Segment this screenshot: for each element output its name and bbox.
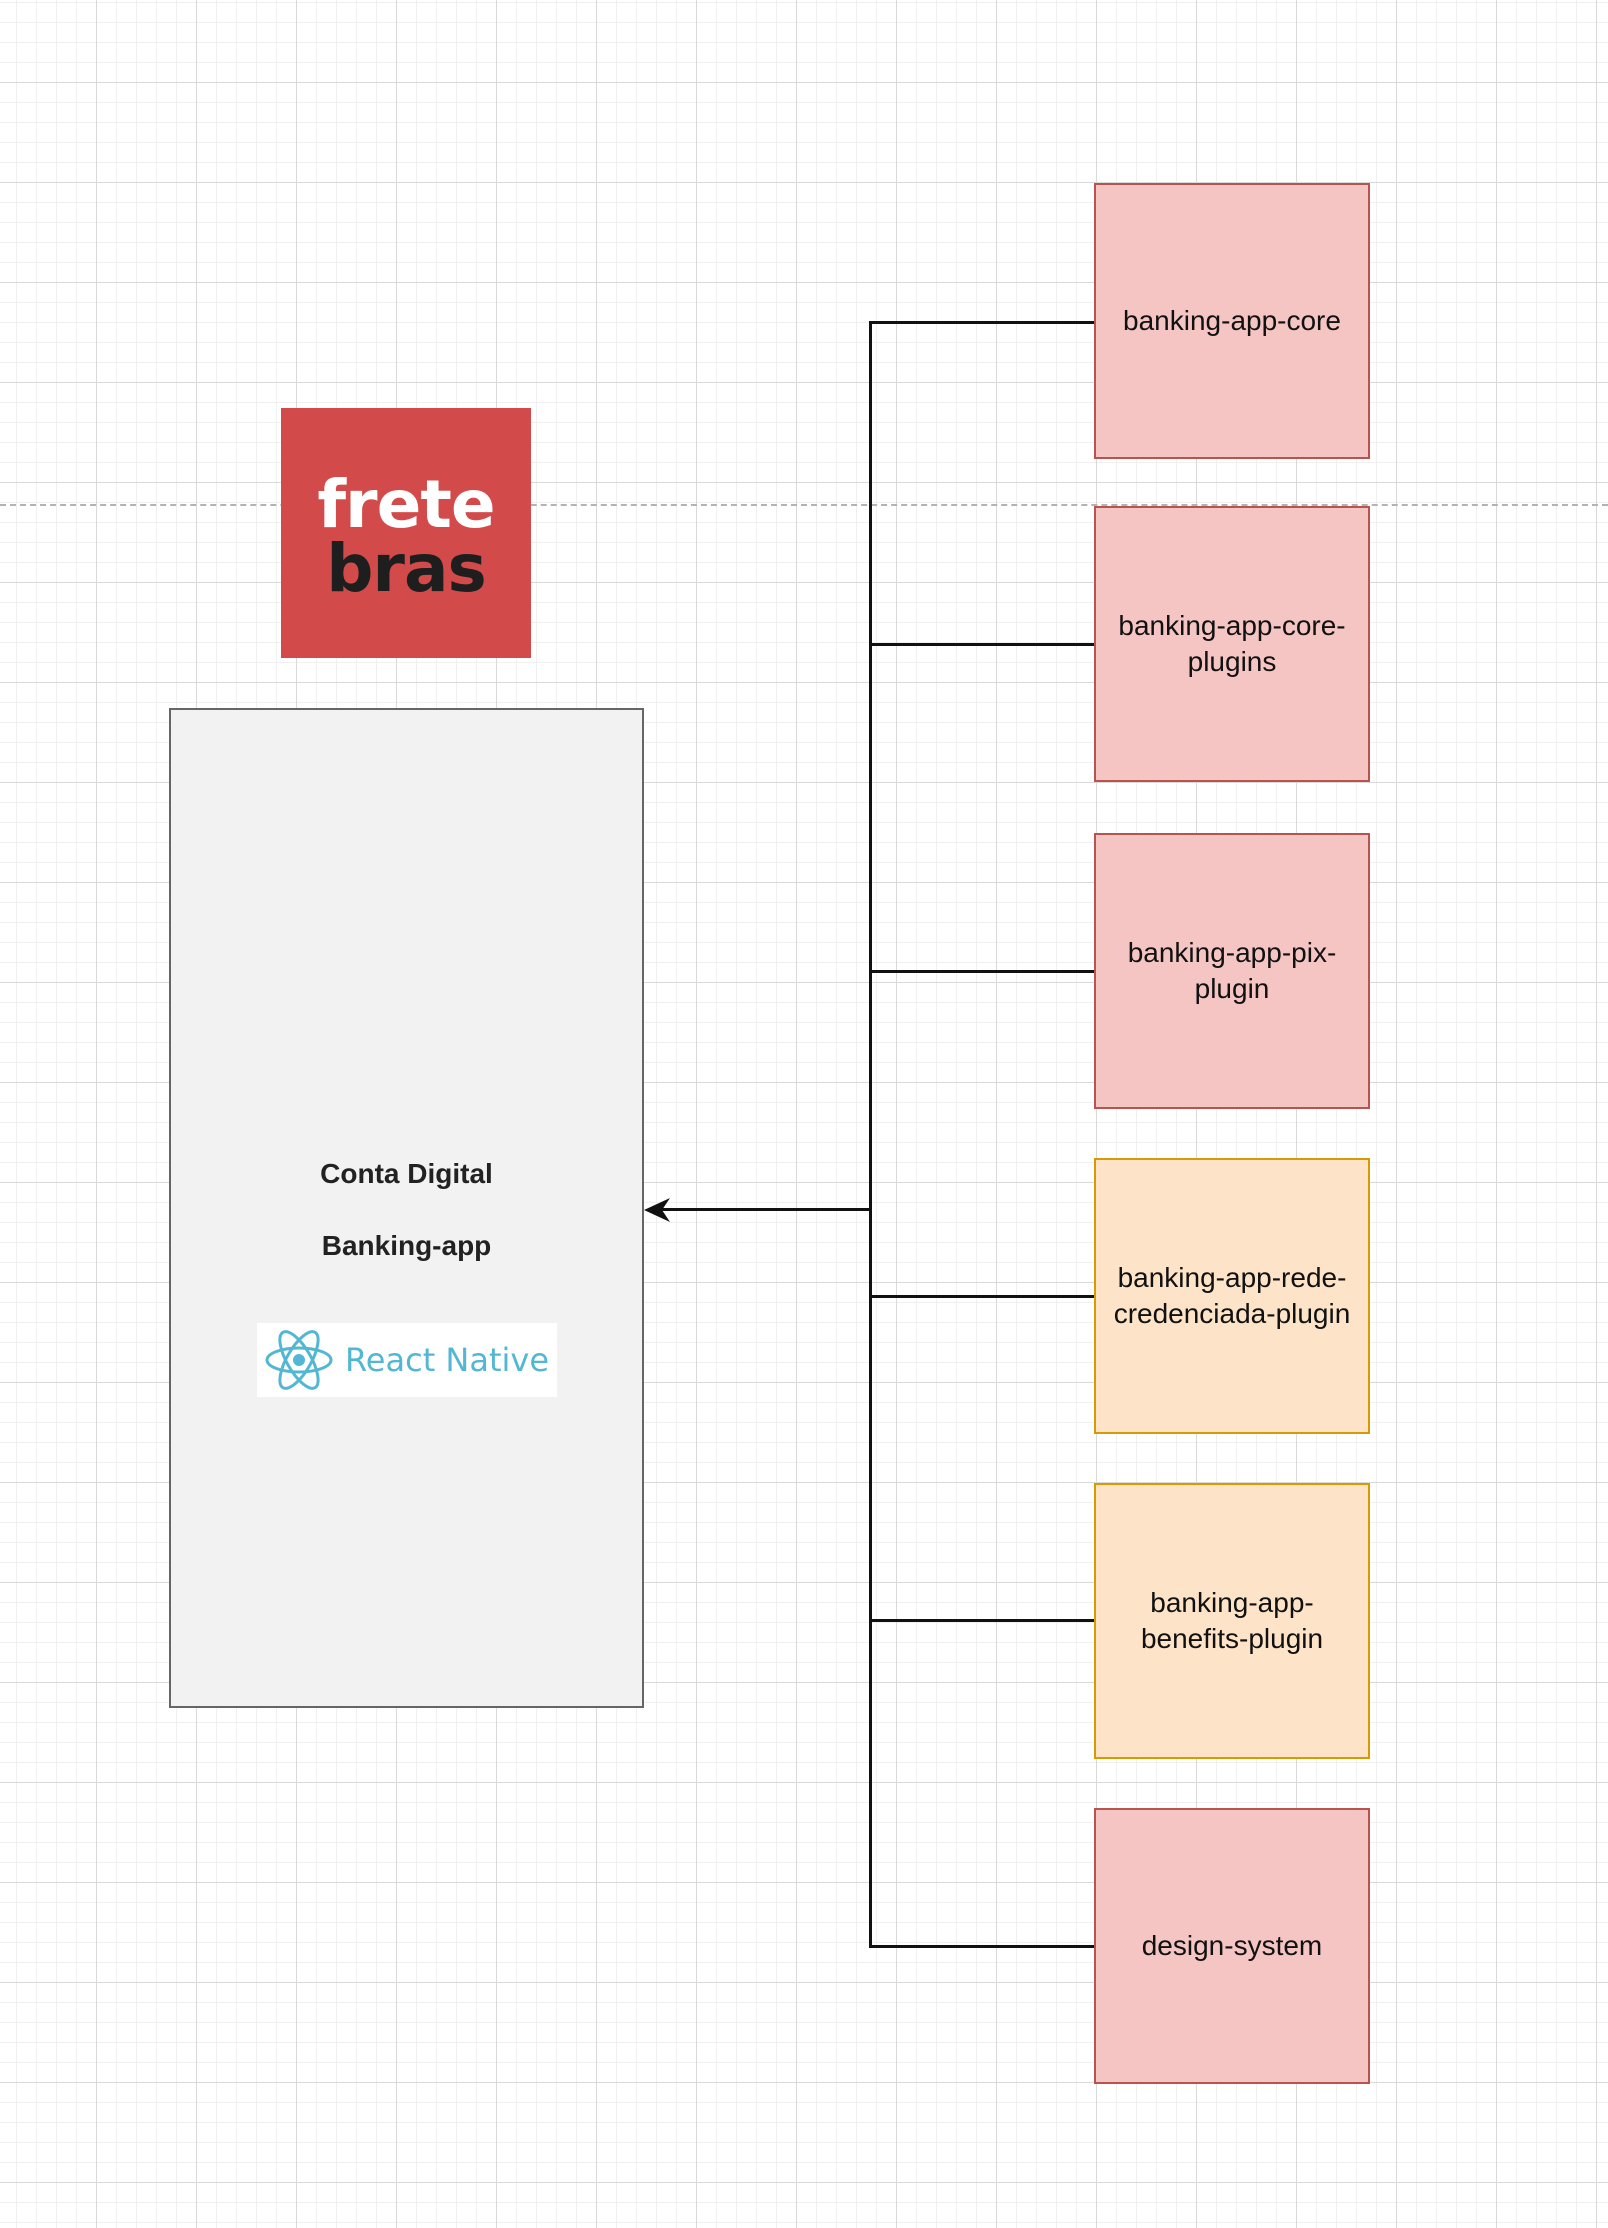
module-banking-app-core[interactable]: banking-app-core bbox=[1094, 183, 1370, 459]
module-banking-app-benefits-plugin[interactable]: banking-app-benefits-plugin bbox=[1094, 1483, 1370, 1759]
main-title: Conta Digital bbox=[320, 1158, 493, 1189]
arrow-head-icon bbox=[644, 1198, 670, 1222]
banking-app-container[interactable]: Conta Digital Banking-app React Native bbox=[169, 708, 644, 1708]
logo-line-1: frete bbox=[317, 466, 495, 543]
fretebras-logo: frete bras bbox=[281, 408, 531, 658]
logo-line-2: bras bbox=[326, 530, 487, 607]
react-logo-icon bbox=[265, 1330, 333, 1390]
branch-line-4 bbox=[869, 1295, 1094, 1298]
module-banking-app-pix-plugin[interactable]: banking-app-pix-plugin bbox=[1094, 833, 1370, 1109]
module-banking-app-core-plugins[interactable]: banking-app-core-plugins bbox=[1094, 506, 1370, 782]
branch-line-6 bbox=[869, 1945, 1094, 1948]
react-native-label: React Native bbox=[345, 1341, 550, 1379]
dashed-separator bbox=[0, 504, 1608, 506]
module-design-system[interactable]: design-system bbox=[1094, 1808, 1370, 2084]
branch-line-5 bbox=[869, 1619, 1094, 1622]
arrow-shaft bbox=[660, 1208, 871, 1211]
branch-line-1 bbox=[869, 321, 1094, 324]
react-native-badge: React Native bbox=[257, 1323, 557, 1397]
branch-line-3 bbox=[869, 970, 1094, 973]
branch-line-2 bbox=[869, 643, 1094, 646]
module-banking-app-rede-credenciada-plugin[interactable]: banking-app-rede-credenciada-plugin bbox=[1094, 1158, 1370, 1434]
main-subtitle: Banking-app bbox=[321, 1230, 492, 1261]
trunk-line bbox=[869, 321, 872, 1948]
